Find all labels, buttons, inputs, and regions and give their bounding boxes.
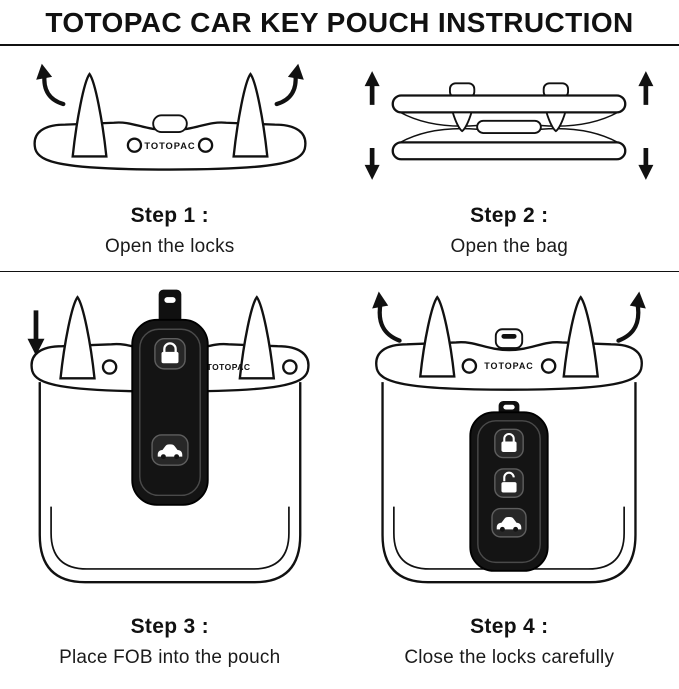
- fob-inner-trim: [138, 328, 201, 497]
- insert-down-arrow-icon: [27, 310, 45, 356]
- trunk-icon: [157, 444, 183, 460]
- cone-lock-right-icon: [238, 295, 275, 380]
- fob-blade-slot: [164, 297, 176, 303]
- step-2-caption: Open the bag: [450, 236, 569, 257]
- rotate-close-arrow-left-icon: [372, 291, 402, 343]
- steps-row-bottom: TOTOPAC: [0, 272, 679, 685]
- step-3-label: Step 3 :: [130, 615, 209, 638]
- hanging-lock-left-icon: [451, 111, 474, 133]
- step-4-label: Step 4 :: [470, 615, 549, 638]
- lock-button: [494, 428, 525, 459]
- key-fob: [131, 289, 209, 506]
- pouch-top-flap: TOTOPAC: [375, 295, 644, 391]
- cone-lock-right-icon: [562, 295, 600, 378]
- step-1-illustration: TOTOPAC: [33, 63, 307, 171]
- hanging-lock-right-icon: [545, 111, 567, 133]
- snap-button-right: [197, 137, 214, 153]
- lock-closed-icon: [161, 342, 179, 364]
- up-arrow-left-icon: [364, 71, 380, 105]
- rotate-open-arrow-right-icon: [274, 63, 304, 107]
- cone-lock-left-icon: [71, 72, 108, 158]
- snap-button-left: [126, 137, 142, 153]
- step-4-panel: TOTOPAC Step 4 : Close the locks careful…: [340, 272, 679, 685]
- bag-top-lip: [391, 94, 627, 114]
- snap-button-left: [101, 359, 118, 375]
- step-4-caption: Close the locks carefully: [404, 647, 615, 668]
- trunk-button: [151, 434, 189, 466]
- brand-label: TOTOPAC: [206, 362, 250, 372]
- step-3-caption: Place FOB into the pouch: [59, 647, 281, 668]
- crease-line: [541, 127, 619, 144]
- rotate-close-arrow-right-icon: [616, 291, 647, 343]
- step-1-panel: TOTOPAC Step 1 : Open the locks: [0, 46, 340, 271]
- trunk-button: [491, 507, 527, 538]
- step-3-illustration: TOTOPAC: [27, 289, 310, 584]
- fob-inner-trim: [477, 420, 542, 564]
- bag-mouth-slot: [476, 119, 543, 134]
- crease-line: [400, 111, 478, 127]
- step-1-label: Step 1 :: [130, 204, 209, 227]
- row-divider: [0, 271, 679, 272]
- step-4-illustration: TOTOPAC: [372, 291, 647, 584]
- lock-button: [153, 337, 186, 370]
- trunk-icon: [496, 517, 522, 532]
- brand-label: TOTOPAC: [144, 141, 195, 151]
- lock-closed-icon: [501, 433, 517, 452]
- key-fob: [469, 400, 549, 572]
- pouch-top-flap: TOTOPAC: [30, 295, 310, 393]
- title-divider: [0, 44, 679, 46]
- lock-open-icon: [501, 471, 517, 493]
- step-2-label: Step 2 :: [470, 204, 549, 227]
- fob-body: [131, 318, 209, 506]
- fob-blade-slot: [503, 404, 515, 410]
- up-arrow-right-icon: [638, 71, 654, 105]
- step-2-illustration: [364, 71, 654, 180]
- crease-line: [400, 127, 478, 144]
- flap-tab-slot: [501, 333, 517, 339]
- rotate-open-arrow-left-icon: [35, 63, 66, 107]
- unlock-button: [494, 468, 525, 498]
- pouch-top-flap: TOTOPAC: [33, 72, 307, 171]
- pouch-bottom-seam: [49, 506, 290, 570]
- step-3-panel: TOTOPAC: [0, 272, 340, 685]
- crease-line: [541, 111, 619, 127]
- snap-button-left: [461, 358, 478, 374]
- fob-key-blade: [158, 289, 182, 324]
- cone-lock-left-icon: [58, 295, 96, 380]
- down-arrow-right-icon: [638, 148, 654, 180]
- down-arrow-left-icon: [364, 148, 380, 180]
- page-title: TOTOPAC CAR KEY POUCH INSTRUCTION: [45, 7, 634, 38]
- cone-lock-right-icon: [232, 72, 269, 158]
- cone-lock-left-icon: [419, 295, 456, 378]
- snap-button-right: [541, 358, 557, 374]
- snap-button-right: [281, 359, 298, 375]
- flap-center-tab: [151, 114, 188, 134]
- brand-label: TOTOPAC: [485, 361, 534, 371]
- steps-row-top: TOTOPAC Step 1 : Open the locks: [0, 46, 679, 271]
- bag-bottom-lip: [391, 141, 627, 161]
- bag-side-view: [391, 82, 627, 161]
- step-1-caption: Open the locks: [104, 236, 235, 257]
- step-2-panel: Step 2 : Open the bag: [340, 46, 679, 271]
